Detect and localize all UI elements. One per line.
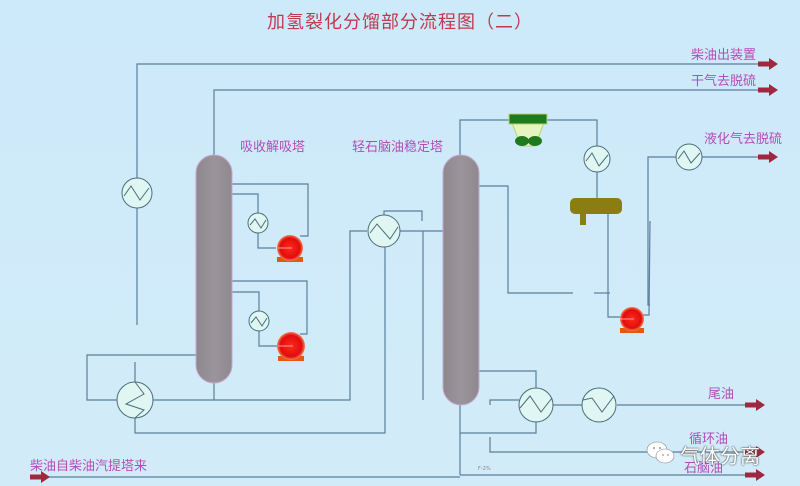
- cooler-loop1-icon: [247, 212, 269, 234]
- arrow-diesel-out-icon: [758, 58, 778, 70]
- label-recycle-oil: 循环油: [689, 432, 729, 447]
- cooler-overhead-icon: [583, 145, 611, 173]
- pipe-exchanger-loop: [134, 247, 386, 434]
- pipe-diesel-out: [136, 63, 760, 325]
- pump-loop2-icon: [277, 332, 305, 361]
- label-stabilizer-tower: 轻石脑油稳定塔: [352, 140, 444, 155]
- pipe-bottom-loop: [86, 354, 196, 401]
- cooler-tail-oil-icon: [581, 387, 617, 423]
- reflux-drum-icon: [570, 198, 622, 225]
- tiny-mark: F-2%: [478, 466, 491, 472]
- label-lpg: 液化气去脱硫: [704, 132, 783, 147]
- air-cooler-icon: [508, 113, 548, 147]
- label-tail-oil: 尾油: [708, 387, 735, 402]
- label-diesel-in: 柴油自柴油汽提塔来: [30, 459, 148, 474]
- cooler-loop2-icon: [248, 310, 270, 332]
- arrow-lpg-icon: [758, 151, 778, 163]
- pipe-loop2-return: [232, 280, 308, 335]
- label-diesel-out: 柴油出装置: [691, 48, 757, 63]
- pipe-loop1-return: [232, 183, 309, 237]
- watermark-text: 气体分离: [680, 444, 760, 468]
- arrow-tail-oil-icon: [745, 399, 765, 411]
- pipelines: [45, 63, 760, 478]
- cooler-lpg-icon: [675, 143, 703, 171]
- pipe-to-stabilizer-feed: [214, 230, 367, 401]
- label-absorber-tower: 吸收解吸塔: [240, 140, 306, 155]
- label-naphtha: 石脑油: [684, 461, 724, 476]
- exchanger-bottom-icon: [116, 381, 154, 419]
- pipe-dry-gas: [213, 89, 760, 160]
- naphtha-stabilizer-tower: [442, 154, 480, 406]
- label-dry-gas: 干气去脱硫: [691, 74, 757, 89]
- pump-loop1-icon: [277, 235, 303, 262]
- diagram-title: 加氢裂化分馏部分流程图（二）: [267, 12, 533, 33]
- wechat-logo-icon: [646, 441, 675, 464]
- pump-reflux-icon: [620, 307, 644, 333]
- cooler-diesel-icon: [121, 177, 153, 209]
- arrow-dry-gas-icon: [758, 84, 778, 96]
- exchanger-feed-icon: [367, 214, 401, 248]
- arrow-naphtha-icon: [745, 469, 765, 481]
- absorber-desorber-tower: [195, 154, 233, 384]
- exchanger-tail-oil-icon: [518, 387, 554, 423]
